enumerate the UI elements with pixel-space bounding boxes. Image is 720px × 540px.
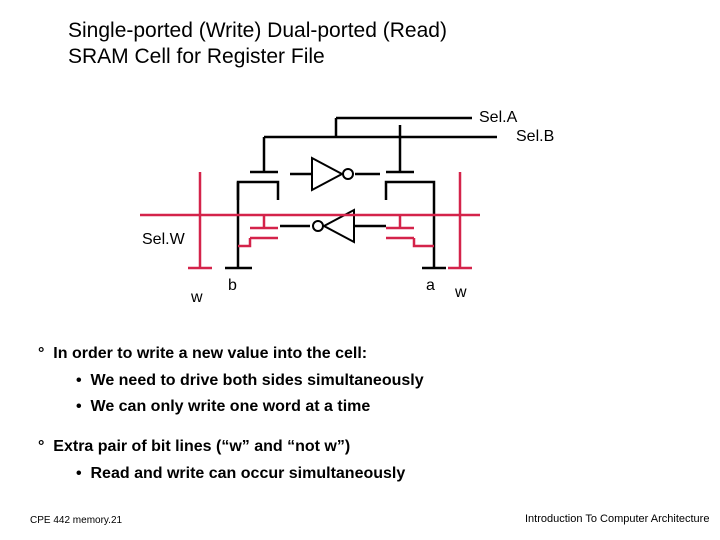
w-left-label: w: [190, 289, 203, 306]
sub-bullet-item: • We need to drive both sides simultaneo…: [76, 372, 424, 390]
slide-title: Single-ported (Write) Dual-ported (Read)…: [68, 18, 447, 70]
right-write-source: [412, 238, 434, 248]
bullet-item-2: ° Extra pair of bit lines (“w” and “not …: [38, 438, 350, 456]
bullet-marker: °: [38, 345, 45, 362]
sel-a-label: Sel.A: [479, 109, 518, 126]
a-label: a: [426, 277, 435, 294]
w-right-label: w: [454, 284, 467, 301]
sel-b-label: Sel.B: [516, 128, 554, 145]
b-label: b: [228, 277, 237, 294]
left-write-source: [238, 238, 252, 248]
sub-bullet-text: We need to drive both sides simultaneous…: [90, 372, 424, 389]
bullet-item-1: ° In order to write a new value into the…: [38, 345, 367, 363]
right-read-channel: [384, 180, 436, 268]
write-circuit: [140, 172, 480, 270]
bullet-marker: °: [38, 438, 45, 455]
left-read-channel: [236, 180, 280, 200]
footer-course-label: CPE 442 memory.21: [30, 515, 123, 526]
bottom-inverter-bubble: [312, 220, 324, 232]
title-line-1: Single-ported (Write) Dual-ported (Read): [68, 19, 447, 42]
bullet-text: In order to write a new value into the c…: [53, 345, 368, 362]
sub-bullet-text: We can only write one word at a time: [90, 398, 371, 415]
sub-bullet-item: • We can only write one word at a time: [76, 398, 370, 416]
footer-course-title: Introduction To Computer Architecture: [525, 513, 710, 525]
read-circuit: [225, 116, 497, 270]
sub-bullet-item: • Read and write can occur simultaneousl…: [76, 465, 405, 483]
sub-bullet-marker: •: [76, 398, 82, 415]
sub-bullet-text: Read and write can occur simultaneously: [90, 465, 406, 482]
sub-bullet-marker: •: [76, 465, 82, 482]
top-inverter-icon: [311, 156, 345, 192]
bullet-text: Extra pair of bit lines (“w” and “not w”…: [53, 438, 351, 455]
title-line-2: SRAM Cell for Register File: [68, 45, 325, 68]
sel-w-label: Sel.W: [142, 231, 186, 248]
top-inverter-bubble: [342, 168, 354, 180]
sub-bullet-marker: •: [76, 372, 82, 389]
bottom-inverter-icon: [321, 208, 355, 244]
